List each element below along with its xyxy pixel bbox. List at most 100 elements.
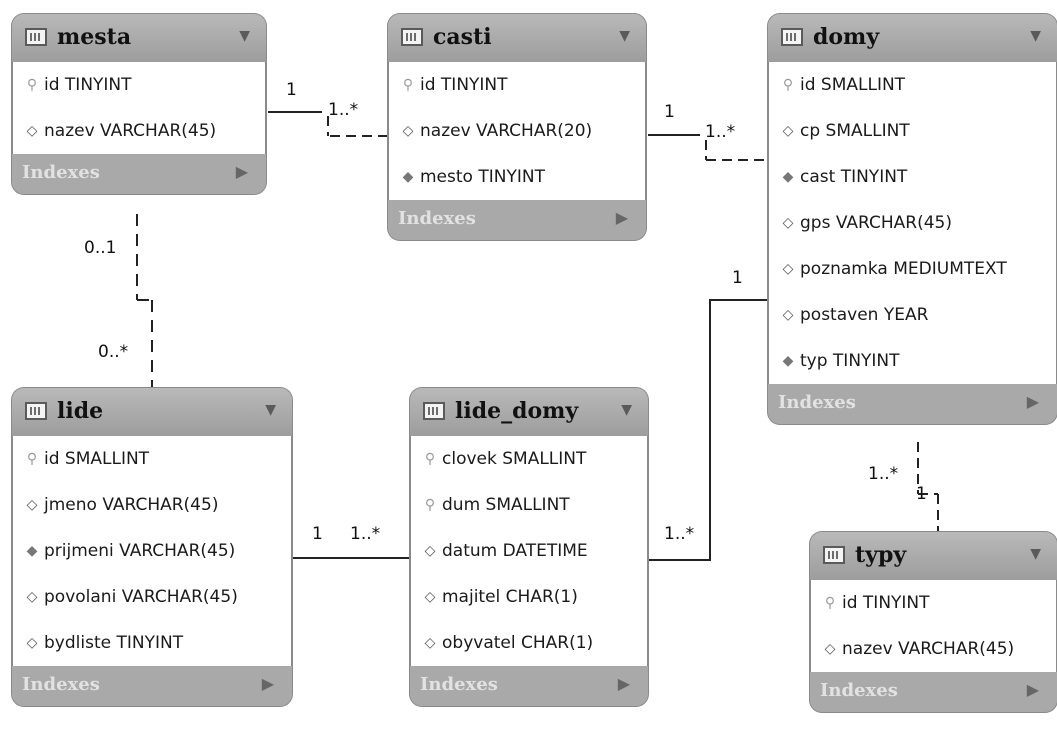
column-row[interactable]: ◇ majitel CHAR(1) <box>411 574 647 620</box>
indexes-section[interactable]: Indexes ▶ <box>410 666 648 706</box>
indexes-label: Indexes <box>398 208 476 229</box>
indexes-section[interactable]: Indexes▶ <box>768 384 1057 424</box>
collapse-arrow-icon[interactable]: ▼ <box>621 402 632 418</box>
diamond-icon: ◇ <box>26 123 38 139</box>
indexes-section[interactable]: Indexes ▶ <box>810 672 1057 712</box>
collapse-arrow-icon[interactable]: ▼ <box>265 402 276 418</box>
expand-arrow-icon[interactable]: ▶ <box>235 162 248 181</box>
column-row[interactable]: ◇obyvatel CHAR(1) <box>411 620 647 666</box>
column-row[interactable]: ⚲id TINYINT <box>13 62 265 108</box>
card-lide-lidedomy-one: 1 <box>312 524 323 544</box>
column-row[interactable]: ◆ mesto TINYINT <box>389 154 645 200</box>
column-label: majitel CHAR(1) <box>442 587 578 607</box>
column-label: mesto TINYINT <box>420 167 545 187</box>
column-label: id SMALLINT <box>44 449 150 469</box>
column-label: typ TINYINT <box>800 351 900 371</box>
table-mesta[interactable]: mesta ▼ ⚲id TINYINT ◇ nazev VARCHAR(45) I… <box>12 14 266 194</box>
expand-arrow-icon[interactable]: ▶ <box>261 674 274 693</box>
column-row[interactable]: ◆typ TINYINT <box>769 338 1056 384</box>
table-casti[interactable]: casti ▼ ⚲id TINYINT ◇nazev VARCHAR(20) ◆… <box>388 14 646 240</box>
diamond-icon: ◇ <box>402 123 414 139</box>
table-header[interactable]: mesta ▼ <box>12 14 266 62</box>
foreign-key-diamond-icon: ◆ <box>26 543 38 559</box>
column-row[interactable]: ⚲dum SMALLINT <box>411 482 647 528</box>
column-label: bydliste TINYINT <box>44 633 184 653</box>
column-row[interactable]: ◇jmeno VARCHAR(45) <box>13 482 291 528</box>
column-label: prijmeni VARCHAR(45) <box>44 541 236 561</box>
expand-arrow-icon[interactable]: ▶ <box>1026 680 1039 699</box>
expand-arrow-icon[interactable]: ▶ <box>615 208 628 227</box>
diamond-icon: ◇ <box>424 589 436 605</box>
column-row[interactable]: ◇gps VARCHAR(45) <box>769 200 1056 246</box>
column-row[interactable]: ◇poznamka MEDIUMTEXT <box>769 246 1056 292</box>
column-row[interactable]: ⚲ id SMALLINT <box>13 436 291 482</box>
diamond-icon: ◇ <box>824 641 836 657</box>
collapse-arrow-icon[interactable]: ▼ <box>619 28 630 44</box>
column-row[interactable]: ⚲id TINYINT <box>811 580 1056 626</box>
indexes-label: Indexes <box>420 674 498 695</box>
column-row[interactable]: ◇nazev VARCHAR(20) <box>389 108 645 154</box>
column-row[interactable]: ◇ datum DATETIME <box>411 528 647 574</box>
expand-arrow-icon[interactable]: ▶ <box>617 674 630 693</box>
indexes-label: Indexes <box>22 674 100 695</box>
table-header[interactable]: typy ▼ <box>810 532 1057 580</box>
diamond-icon: ◇ <box>26 635 38 651</box>
expand-arrow-icon[interactable]: ▶ <box>1026 392 1039 411</box>
column-label: clovek SMALLINT <box>442 449 587 469</box>
table-header[interactable]: domy ▼ <box>768 14 1057 62</box>
column-label: nazev VARCHAR(45) <box>44 121 217 141</box>
diamond-icon: ◇ <box>782 123 794 139</box>
table-header[interactable]: lide_domy ▼ <box>410 388 648 436</box>
table-icon <box>401 28 423 46</box>
column-label: datum DATETIME <box>442 541 588 561</box>
table-lide-domy[interactable]: lide_domy ▼ ⚲clovek SMALLINT ⚲dum SMALLI… <box>410 388 648 706</box>
indexes-label: Indexes <box>820 680 898 701</box>
table-name: mesta <box>57 24 132 50</box>
column-list: ⚲clovek SMALLINT ⚲dum SMALLINT ◇datum DA… <box>410 436 648 666</box>
indexes-label: Indexes <box>22 162 100 183</box>
card-domy-lidedomy-one: 1 <box>732 268 743 288</box>
diamond-icon: ◇ <box>424 543 436 559</box>
column-row[interactable]: ◇ bydliste TINYINT <box>13 620 291 666</box>
column-label: jmeno VARCHAR(45) <box>44 495 219 515</box>
foreign-key-diamond-icon: ◆ <box>402 169 414 185</box>
rel-mesta-casti-dash <box>327 116 388 137</box>
column-row[interactable]: ◇ cp SMALLINT <box>769 108 1056 154</box>
table-header[interactable]: casti ▼ <box>388 14 646 62</box>
column-label: nazev VARCHAR(45) <box>842 639 1015 659</box>
column-label: cp SMALLINT <box>800 121 910 141</box>
indexes-section[interactable]: Indexes ▶ <box>388 200 646 240</box>
table-lide[interactable]: lide ▼ ⚲id SMALLINT ◇jmeno VARCHAR(45) ◆… <box>12 388 292 706</box>
column-label: cast TINYINT <box>800 167 908 187</box>
column-row[interactable]: ⚲id TINYINT <box>389 62 645 108</box>
diamond-icon: ◇ <box>782 307 794 323</box>
column-row[interactable]: ◆cast TINYINT <box>769 154 1056 200</box>
column-row[interactable]: ◇povolani VARCHAR(45) <box>13 574 291 620</box>
primary-key-icon: ⚲ <box>424 497 436 513</box>
indexes-section[interactable]: Indexes ▶ <box>12 666 292 706</box>
column-row[interactable]: ◇ postaven YEAR <box>769 292 1056 338</box>
column-label: gps VARCHAR(45) <box>800 213 952 233</box>
indexes-section[interactable]: Indexes ▶ <box>12 154 266 194</box>
primary-key-icon: ⚲ <box>26 451 38 467</box>
column-row[interactable]: ◇ nazev VARCHAR(45) <box>13 108 265 154</box>
column-row[interactable]: ⚲clovek SMALLINT <box>411 436 647 482</box>
column-row[interactable]: ◆ prijmeni VARCHAR(45) <box>13 528 291 574</box>
card-domy-typy-many: 1..* <box>868 464 899 484</box>
collapse-arrow-icon[interactable]: ▼ <box>1030 28 1041 44</box>
primary-key-icon: ⚲ <box>824 595 836 611</box>
collapse-arrow-icon[interactable]: ▼ <box>239 28 250 44</box>
collapse-arrow-icon[interactable]: ▼ <box>1030 546 1041 562</box>
table-domy[interactable]: domy ▼ ⚲id SMALLINT ◇ cp SMALLINT ◆cast T… <box>768 14 1057 424</box>
diamond-icon: ◇ <box>424 635 436 651</box>
column-row[interactable]: ⚲id SMALLINT <box>769 62 1056 108</box>
table-name: casti <box>433 24 492 50</box>
column-label: postaven YEAR <box>800 305 929 325</box>
table-name: lide <box>57 398 104 424</box>
table-header[interactable]: lide ▼ <box>12 388 292 436</box>
column-row[interactable]: ◇ nazev VARCHAR(45) <box>811 626 1056 672</box>
table-typy[interactable]: typy ▼ ⚲id TINYINT ◇ nazev VARCHAR(45) In… <box>810 532 1057 712</box>
table-icon <box>25 402 47 420</box>
column-label: id TINYINT <box>420 75 508 95</box>
